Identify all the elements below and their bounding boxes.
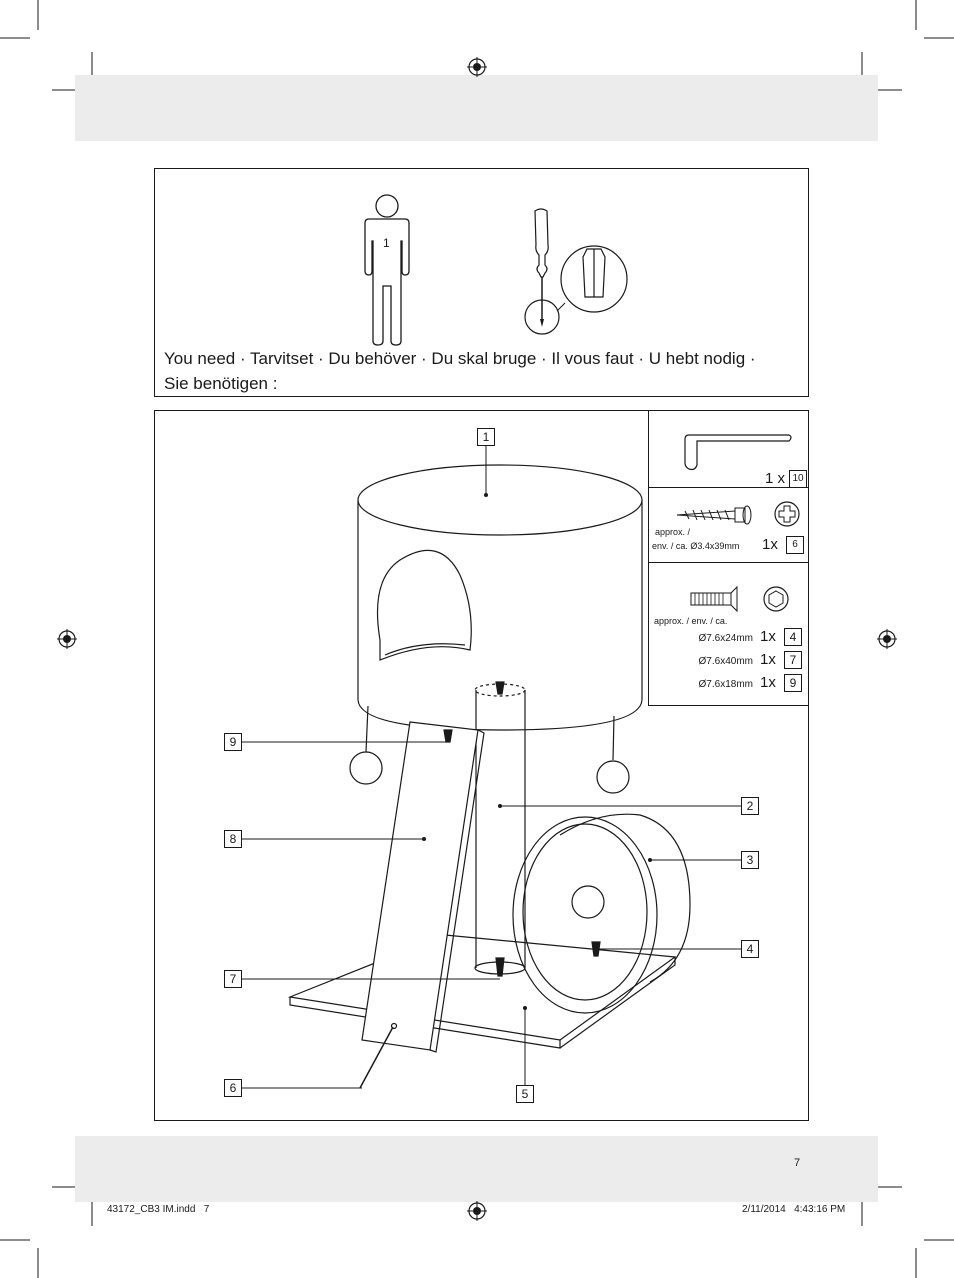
footer-datetime: 2/11/2014 4:43:16 PM xyxy=(742,1204,846,1215)
header-band xyxy=(75,75,878,141)
wood-screw-approx: approx. / xyxy=(655,527,691,537)
person-count: 1 xyxy=(383,236,390,250)
page-number: 7 xyxy=(794,1157,801,1169)
bolt-id: 9 xyxy=(784,674,802,692)
bolt-id: 4 xyxy=(784,628,802,646)
bolt-size: Ø7.6x18mm xyxy=(698,679,753,690)
allen-key-qty: 1 x xyxy=(765,470,786,487)
wood-screw-qty: 1x xyxy=(762,536,778,553)
person-icon xyxy=(364,194,410,346)
parts-box-wood-screw: approx. / env. / ca. Ø3.4x39mm 1x 6 xyxy=(648,487,809,563)
requirements-text: You need · Tarvitset · Du behöver · Du s… xyxy=(164,349,756,393)
bolts-approx: approx. / env. / ca. xyxy=(654,616,728,626)
callout-5: 5 xyxy=(516,1085,534,1103)
wood-screw-size: env. / ca. Ø3.4x39mm xyxy=(652,541,740,551)
phillips-head-icon xyxy=(774,501,800,527)
callout-6: 6 xyxy=(224,1079,242,1097)
requirements-box: 1 You need · Tarvitset · Du behöver · Du… xyxy=(154,168,809,397)
callout-2: 2 xyxy=(741,797,759,815)
bolt-size: Ø7.6x40mm xyxy=(698,656,753,667)
callout-7: 7 xyxy=(224,970,242,988)
registration-target-icon xyxy=(57,629,77,649)
bolt-qty: 1x xyxy=(760,628,776,645)
callout-8: 8 xyxy=(224,830,242,848)
bolt-icon xyxy=(690,585,738,613)
parts-box-bolts: approx. / env. / ca. Ø7.6x24mm 1x 4 Ø7.6… xyxy=(648,562,809,706)
footer-band xyxy=(75,1136,878,1202)
bolt-qty: 1x xyxy=(760,651,776,668)
bolt-id: 7 xyxy=(784,651,802,669)
callout-3: 3 xyxy=(741,851,759,869)
hex-socket-icon xyxy=(763,586,789,612)
bolt-qty: 1x xyxy=(760,674,776,691)
registration-target-icon xyxy=(467,57,487,77)
registration-target-icon xyxy=(877,629,897,649)
bolt-size: Ø7.6x24mm xyxy=(698,633,753,644)
footer-filename: 43172_CB3 IM.indd 7 xyxy=(107,1204,210,1215)
parts-box-allen-key: 1 x 10 xyxy=(648,410,809,488)
screwdriver-icon xyxy=(524,208,628,335)
wood-screw-id: 6 xyxy=(786,536,804,554)
allen-key-icon xyxy=(684,434,792,471)
wood-screw-icon xyxy=(676,505,752,525)
registration-target-icon xyxy=(467,1201,487,1221)
callout-4: 4 xyxy=(741,940,759,958)
callout-1: 1 xyxy=(477,428,495,446)
callout-9: 9 xyxy=(224,733,242,751)
